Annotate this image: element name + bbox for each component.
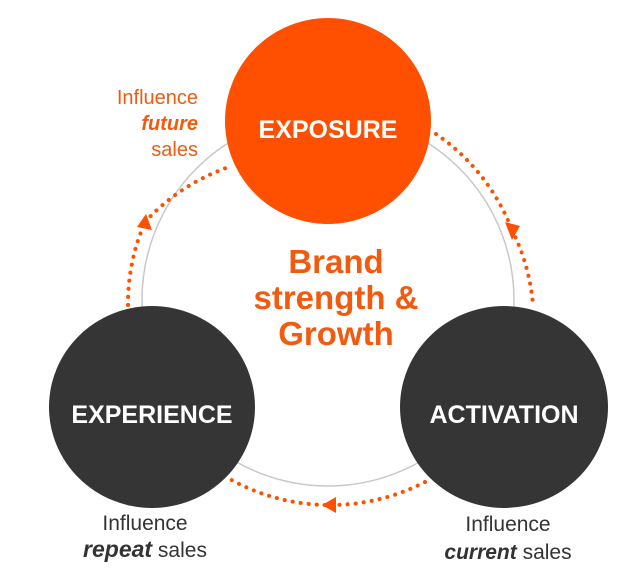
node-experience: EXPERIENCE [49,306,255,508]
experience-label: EXPERIENCE [71,401,232,429]
arrow-activation-to-experience [331,480,427,507]
experience-note-line2: repeat sales [83,536,207,562]
exposure-label: EXPOSURE [259,116,398,144]
center-line-1: Brand [288,243,383,280]
exposure-note-line1: Influence [117,87,198,109]
arrow-activation-to-experience-tail [226,476,335,508]
arrow-exposure-to-activation [434,132,514,232]
node-activation: ACTIVATION [400,306,608,508]
experience-note-line1: Influence [102,512,187,535]
activation-label: ACTIVATION [429,401,578,429]
arrow-experience-to-exposure [125,220,147,307]
exposure-note-emphasis: future [141,113,198,135]
activation-note-line1: Influence [465,513,550,536]
center-line-3: Growth [278,315,393,352]
exposure-note-rest: sales [151,139,198,161]
experience-note-emphasis: repeat [83,536,153,562]
center-line-2: strength & [254,279,419,316]
arrow-exposure-to-activation-tail [510,228,535,307]
arrow-experience-to-exposure-tail [143,166,228,224]
activation-note-rest: sales [517,541,572,564]
arrowhead-left-icon [322,497,336,513]
node-exposure: EXPOSURE [225,18,431,224]
experience-note-rest: sales [152,539,207,562]
activation-note-emphasis: current [444,541,517,564]
arrowhead-down-icon [505,222,520,240]
arrowhead-up-icon [137,214,152,230]
activation-note-line2: current sales [444,541,571,564]
